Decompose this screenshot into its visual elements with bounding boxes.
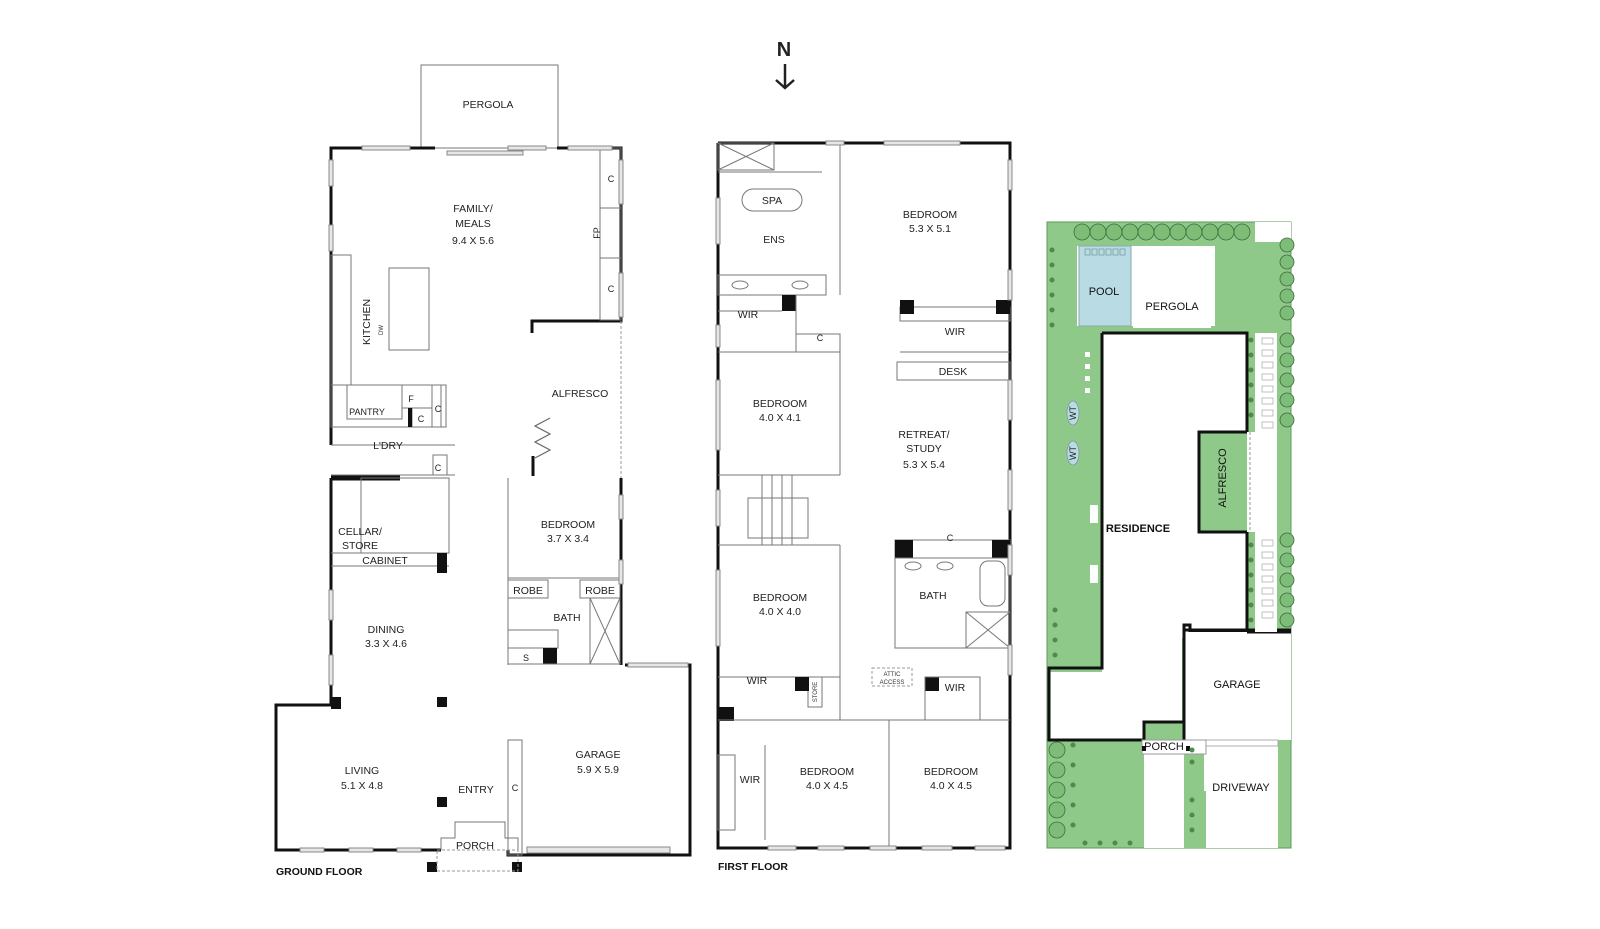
cupboard-label: C (418, 414, 425, 424)
store-label: STORE (813, 682, 819, 703)
living-dims: 5.1 X 4.8 (341, 780, 383, 792)
cupboard-label: C (817, 333, 824, 343)
first-floor-title: FIRST FLOOR (718, 861, 788, 873)
site-garage-label: GARAGE (1213, 679, 1260, 691)
first-floor-plan: SPA ENS BEDROOM 5.3 X 5.1 WIR WIR C DESK… (715, 140, 1013, 873)
bedroom-3-dims: 4.0 X 4.0 (759, 606, 801, 618)
cupboard-label: C (947, 533, 954, 543)
family-label: FAMILY/ (453, 203, 493, 215)
alfresco-label: ALFRESCO (552, 388, 609, 400)
bedroom-5-label: BEDROOM (924, 766, 978, 778)
entry-label: ENTRY (458, 784, 493, 796)
ground-bedroom-label: BEDROOM (541, 519, 595, 531)
compass: N (775, 39, 795, 90)
porch-label: PORCH (456, 840, 494, 852)
site-plan: POOL PERGOLA RESIDENCE ALFRESCO WT WT GA… (1046, 221, 1295, 849)
cellar-label: CELLAR/ (338, 526, 382, 538)
wir-label: WIR (747, 675, 768, 687)
driveway-label: DRIVEWAY (1212, 782, 1270, 794)
bedroom-2-label: BEDROOM (753, 398, 807, 410)
ground-floor-plan: PERGOLA FAMILY/ MEALS 9.4 X 5.6 KITCHEN … (274, 64, 692, 878)
cupboard-label: C (608, 284, 615, 294)
wir-label: WIR (740, 774, 761, 786)
cupboard-label: C (435, 404, 442, 414)
robe-label: ROBE (513, 585, 543, 597)
cupboard-label: C (512, 783, 519, 793)
desk-label: DESK (939, 366, 968, 378)
water-tank-label: WT (1068, 406, 1078, 420)
fp-label: FP (592, 227, 602, 239)
dining-dims: 3.3 X 4.6 (365, 638, 407, 650)
garage-label: GARAGE (576, 749, 621, 761)
site-porch-label: PORCH (1144, 741, 1184, 753)
ensuite-label: ENS (763, 234, 785, 246)
bedroom-4-dims: 4.0 X 4.5 (806, 780, 848, 792)
living-label: LIVING (345, 765, 379, 777)
dw-label: DW (379, 325, 385, 335)
wir-label: WIR (738, 309, 759, 321)
robe-label: ROBE (585, 585, 615, 597)
garage-dims: 5.9 X 5.9 (577, 764, 619, 776)
dining-label: DINING (368, 624, 405, 636)
laundry-label: L'DRY (373, 440, 403, 452)
meals-label: MEALS (455, 218, 491, 230)
pool-label: POOL (1089, 286, 1120, 298)
retreat-label: RETREAT/ (898, 429, 949, 441)
site-alfresco-label: ALFRESCO (1217, 448, 1229, 508)
pergola-outline (420, 64, 559, 149)
store-label: STORE (342, 540, 378, 552)
ground-pergola-label: PERGOLA (463, 99, 514, 111)
down-arrow-icon (775, 64, 795, 90)
retreat-dims: 5.3 X 5.4 (903, 459, 945, 471)
north-label: N (777, 39, 791, 61)
ground-floor-title: GROUND FLOOR (276, 866, 363, 878)
cabinet-label: CABINET (362, 555, 408, 567)
study-label: STUDY (906, 443, 942, 455)
attic-access-label: ACCESS (880, 680, 905, 686)
wir-label: WIR (945, 682, 966, 694)
shower-label: S (523, 653, 529, 663)
wir-label: WIR (945, 326, 966, 338)
spa-label: SPA (762, 195, 782, 207)
cupboard-label: C (435, 463, 442, 473)
family-dims: 9.4 X 5.6 (452, 235, 494, 247)
bedroom-3-label: BEDROOM (753, 592, 807, 604)
pantry-label: PANTRY (349, 407, 385, 417)
water-tank-label: WT (1068, 446, 1078, 460)
site-pergola-label: PERGOLA (1145, 301, 1199, 313)
ground-bath-label: BATH (553, 612, 580, 624)
bedroom-5-dims: 4.0 X 4.5 (930, 780, 972, 792)
fridge-label: F (408, 394, 414, 404)
bedroom-4-label: BEDROOM (800, 766, 854, 778)
bedroom-2-dims: 4.0 X 4.1 (759, 412, 801, 424)
cupboard-label: C (608, 174, 615, 184)
ground-bedroom-dims: 3.7 X 3.4 (547, 533, 589, 545)
kitchen-label: KITCHEN (361, 299, 373, 345)
attic-label: ATTIC (884, 672, 902, 678)
master-bedroom-label: BEDROOM (903, 209, 957, 221)
first-bath-label: BATH (919, 590, 946, 602)
residence-label: RESIDENCE (1106, 523, 1170, 535)
master-bedroom-dims: 5.3 X 5.1 (909, 223, 951, 235)
pool (1078, 245, 1132, 327)
